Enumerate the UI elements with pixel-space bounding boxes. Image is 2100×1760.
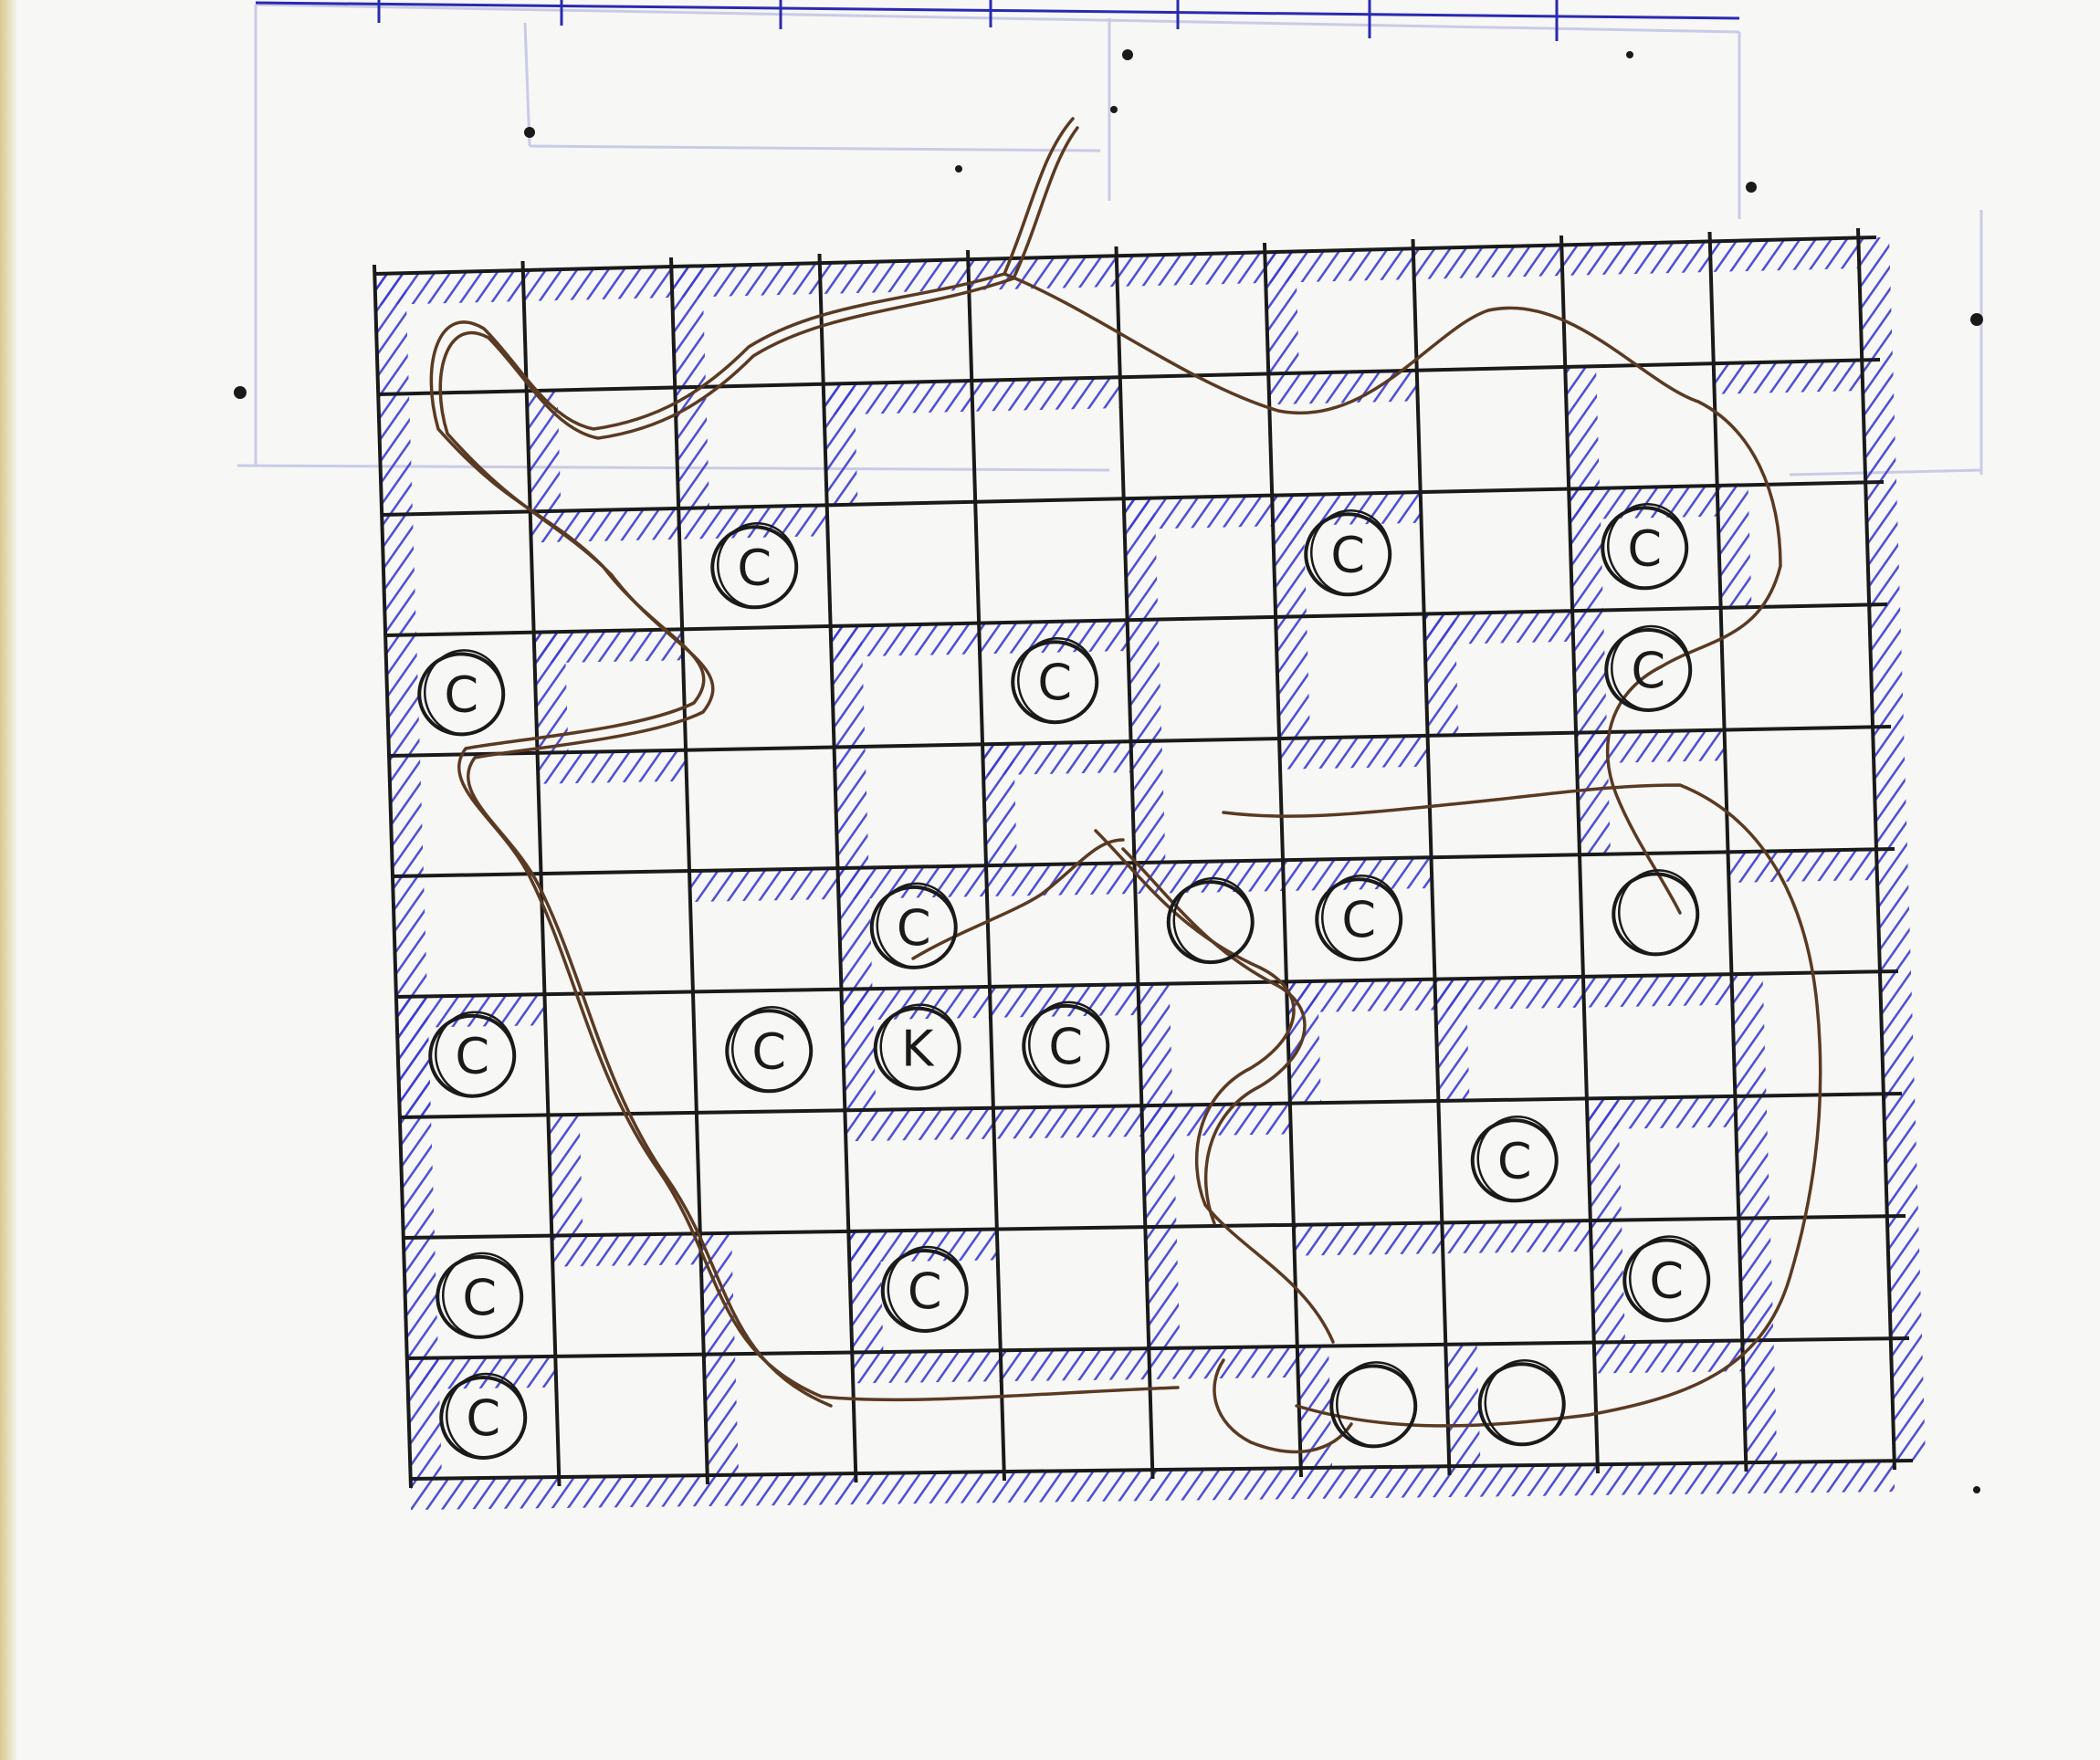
hatched-wall [1594,1340,1743,1373]
hatched-wall [396,994,545,1028]
token-letter: C [462,1269,497,1326]
token-letter: C [455,1028,489,1085]
coin-token: C [419,650,503,734]
coin-token: C [727,1007,811,1091]
token-letter: C [737,539,772,596]
hatched-wall [849,1231,884,1353]
token-letter: C [908,1262,942,1320]
top-ruler-ticks [256,0,1739,41]
hatched-wall [1576,732,1611,854]
token-circle-outline [1337,1362,1415,1446]
coin-token [1331,1362,1415,1446]
token-letter: C [1627,519,1662,577]
coin-token [1613,870,1697,954]
coin-token [1480,1360,1564,1444]
hatched-wall [1265,252,1299,373]
token-letter: C [751,1022,786,1080]
hatched-wall [678,505,827,540]
token-letter: C [1037,654,1072,711]
token-letter: C [444,665,478,723]
hatched-wall [1435,979,1470,1100]
token-letter: C [1631,642,1665,699]
coin-token: C [1473,1116,1557,1200]
hatched-wall [1446,1345,1481,1466]
token-letter: C [1497,1132,1532,1189]
token-circle-outline [1619,870,1697,954]
token-letter: C [466,1389,500,1447]
hatched-wall [538,750,687,784]
token-circle-outline [1486,1360,1564,1444]
token-letter: C [1341,891,1376,948]
hatched-wall [1569,486,1717,520]
token-letter: C [1649,1252,1684,1310]
hatched-wall [1279,736,1428,770]
hatched-wall [1714,360,1863,394]
hatched-wall [1717,486,1752,608]
hatched-wall [824,384,858,506]
hatched-wall [1424,611,1573,644]
hatched-wall [1139,984,1173,1105]
hatched-wall [982,741,1131,775]
token-letter: C [1330,526,1365,583]
coin-token: C [1624,1237,1708,1321]
hatched-wall [407,1357,556,1389]
hatched-wall [549,1115,583,1235]
hatched-wall [552,1233,701,1266]
notebook-binding [0,0,16,1760]
token-letter: C [1048,1018,1083,1075]
token-letter: K [901,1021,935,1078]
hatched-wall [1728,849,1877,883]
hatched-wall [842,990,877,1111]
coin-token: C [437,1253,521,1337]
coin-token: C [1606,626,1690,710]
token-letter: C [897,899,931,957]
